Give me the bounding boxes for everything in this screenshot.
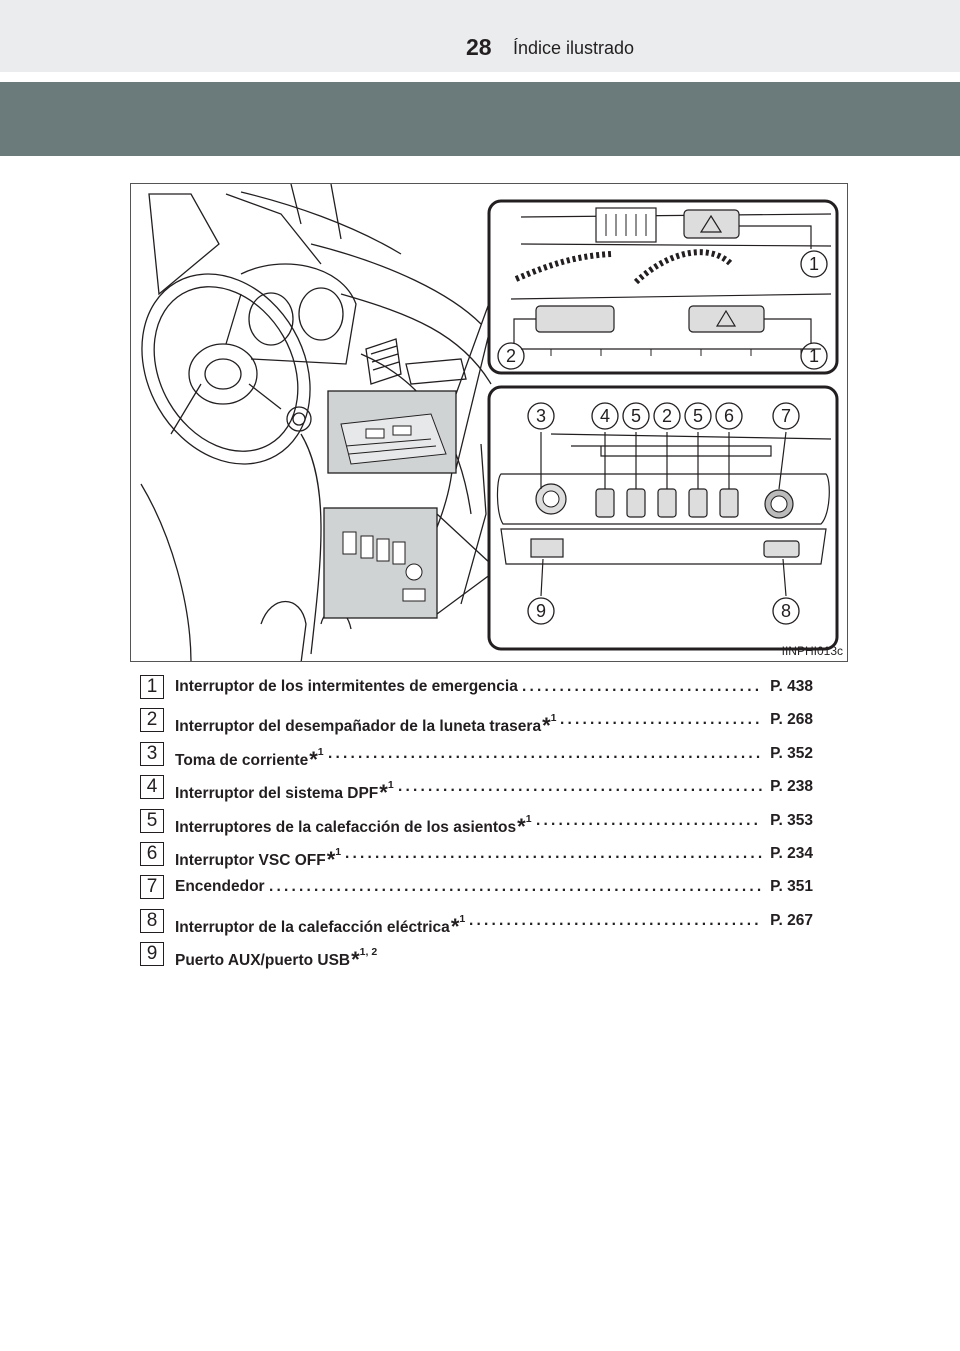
callout-label: 2 (662, 406, 672, 426)
footnote-ref: 1, 2 (359, 946, 378, 959)
page-reference[interactable]: P. 234 (764, 844, 813, 863)
footnote-star: * (326, 846, 336, 872)
dot-leader: ........................................… (269, 878, 762, 896)
footnote-ref: 1 (335, 845, 342, 858)
footnote-star: * (542, 713, 551, 739)
section-title: Índice ilustrado (513, 38, 635, 58)
list-item: 1 Interruptor de los intermitentes de eme… (140, 674, 820, 707)
footnote-star: * (450, 913, 460, 939)
callout-label: 9 (536, 601, 546, 621)
dot-leader: ........................................… (328, 744, 762, 762)
page-reference[interactable]: P. 352 (764, 744, 813, 763)
list-item: 3 Toma de corriente*1....................… (140, 741, 820, 774)
item-label: Toma de corriente (175, 751, 309, 769)
footnote-star: * (309, 746, 318, 772)
list-item: 9 Puerto AUX/puerto USB*1, 2 (140, 941, 820, 974)
figure-code: IINPHI013c (781, 644, 843, 658)
page-reference[interactable]: P. 353 (764, 811, 813, 830)
callout-label: 5 (631, 406, 641, 426)
list-item: 7 Encendedor.............................… (140, 874, 820, 907)
callout-label: 3 (536, 406, 546, 426)
item-number-badge: 2 (140, 708, 164, 733)
list-item: 8 Interruptor de la calefacción eléctrica… (140, 908, 820, 941)
item-label: Puerto AUX/puerto USB (175, 952, 351, 970)
list-item: 6 Interruptor VSC OFF*1..................… (140, 841, 820, 874)
item-number-badge: 8 (140, 908, 164, 933)
dot-leader: ........................................… (345, 844, 762, 862)
item-label: Interruptores de la calefacción de los a… (175, 818, 517, 836)
item-list: 1 Interruptor de los intermitentes de eme… (140, 674, 820, 975)
footnote-ref: 1 (317, 745, 324, 758)
page-reference[interactable]: P. 438 (764, 678, 813, 696)
item-label: Interruptor del sistema DPF (175, 785, 379, 803)
callout-label: 6 (724, 406, 734, 426)
item-number-badge: 7 (140, 875, 164, 900)
item-label: Interruptor VSC OFF (175, 851, 326, 869)
item-label: Interruptor de los intermitentes de emer… (175, 678, 518, 695)
item-number-badge: 4 (140, 775, 164, 800)
page-reference[interactable]: P. 351 (764, 878, 813, 897)
footnote-ref: 1 (459, 912, 466, 925)
list-item: 5 Interruptores de la calefacción de los … (140, 808, 820, 841)
dot-leader: ........................................… (398, 778, 762, 796)
footnote-ref: 1 (525, 812, 532, 825)
footnote-ref: 1 (387, 779, 394, 792)
item-number-badge: 9 (140, 942, 164, 967)
callout-label: 1 (809, 254, 819, 274)
item-label: Interruptor de la calefacción eléctrica (175, 918, 450, 936)
footnote-star: * (379, 780, 388, 806)
footnote-star: * (351, 947, 360, 973)
header-bar (0, 0, 960, 72)
footnote-star: * (517, 813, 526, 839)
callout-label: 7 (781, 406, 791, 426)
callout-label: 8 (781, 601, 791, 621)
dot-leader: ........................................… (560, 711, 762, 729)
dot-leader: ........................................… (522, 678, 762, 695)
callout-label: 5 (693, 406, 703, 426)
header-band (0, 82, 960, 156)
item-number-badge: 6 (140, 841, 164, 866)
page-reference[interactable]: P. 268 (764, 711, 813, 730)
dot-leader: ........................................… (536, 811, 762, 829)
page-reference[interactable]: P. 267 (764, 911, 813, 930)
item-number-badge: 5 (140, 808, 164, 833)
callout-label: 4 (600, 406, 610, 426)
footnote-ref: 1 (550, 712, 557, 725)
page-number: 28 (466, 34, 492, 60)
item-number-badge: 3 (140, 741, 164, 766)
item-label: Encendedor (175, 878, 265, 896)
dashboard-drawing: 1 2 1 (140, 184, 839, 661)
callout-label: 1 (809, 346, 819, 366)
dot-leader: ........................................… (469, 911, 762, 929)
item-number-badge: 1 (140, 675, 164, 699)
list-item: 4 Interruptor del sistema DPF*1..........… (140, 774, 820, 807)
page-reference[interactable]: P. 238 (764, 778, 813, 797)
list-item: 2 Interruptor del desempañador de la lune… (140, 707, 820, 740)
callout-label: 2 (506, 346, 516, 366)
dashboard-illustration: 1 2 1 (130, 183, 848, 662)
item-label: Interruptor del desempañador de la lunet… (175, 718, 542, 736)
